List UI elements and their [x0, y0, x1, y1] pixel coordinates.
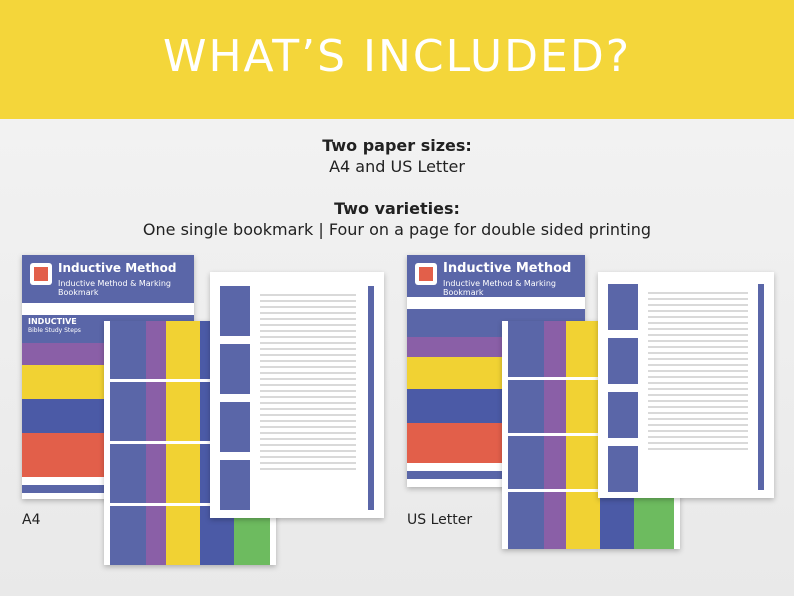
us-letter-label: US Letter	[407, 512, 473, 528]
cut-line	[502, 377, 680, 380]
a4-quad-sheet-front	[104, 321, 276, 565]
cut-line	[502, 489, 680, 492]
bible-toolkit-logo	[415, 263, 437, 285]
observation-tab	[608, 392, 638, 438]
varieties-heading: Two varieties:	[334, 199, 460, 218]
observation-tab	[220, 344, 250, 394]
sheet-header: Inductive Method Inductive Method & Mark…	[22, 255, 194, 303]
observation-tab	[608, 338, 638, 384]
observation-tab	[608, 284, 638, 330]
observation-tab	[608, 446, 638, 492]
bible-toolkit-logo	[30, 263, 52, 285]
cut-line	[104, 503, 276, 506]
observation-tab	[220, 460, 250, 510]
sheet-header-title: Inductive Method	[58, 261, 177, 275]
sizes-heading: Two paper sizes:	[322, 136, 472, 155]
inductive-title: INDUCTIVE	[28, 317, 77, 326]
sheet-header-subtitle: Inductive Method & Marking Bookmark	[443, 279, 556, 297]
cut-line	[104, 379, 276, 382]
edge-strip	[368, 286, 374, 510]
sheet-header: Inductive Method Inductive Method & Mark…	[407, 255, 585, 297]
title-banner: WHAT’S INCLUDED?	[0, 0, 794, 119]
sheet-header-title: Inductive Method	[443, 261, 572, 276]
sizes-text: A4 and US Letter	[329, 157, 465, 176]
edge-strip	[758, 284, 764, 490]
us-quad-sheet-back	[598, 272, 774, 498]
cut-line	[104, 441, 276, 444]
page-title: WHAT’S INCLUDED?	[162, 31, 632, 82]
observation-tab	[220, 402, 250, 452]
varieties-text: One single bookmark | Four on a page for…	[142, 220, 652, 239]
sheet-header-subtitle: Inductive Method & Marking Bookmark	[58, 279, 171, 297]
cut-line	[502, 433, 680, 436]
marking-code-list	[648, 288, 748, 454]
marking-code-list	[260, 290, 356, 474]
observation-tab	[220, 286, 250, 336]
inductive-subtitle: Bible Study Steps	[28, 327, 81, 334]
a4-label: A4	[22, 512, 41, 528]
a4-quad-sheet-back	[210, 272, 384, 518]
sheet-footer	[407, 471, 585, 479]
